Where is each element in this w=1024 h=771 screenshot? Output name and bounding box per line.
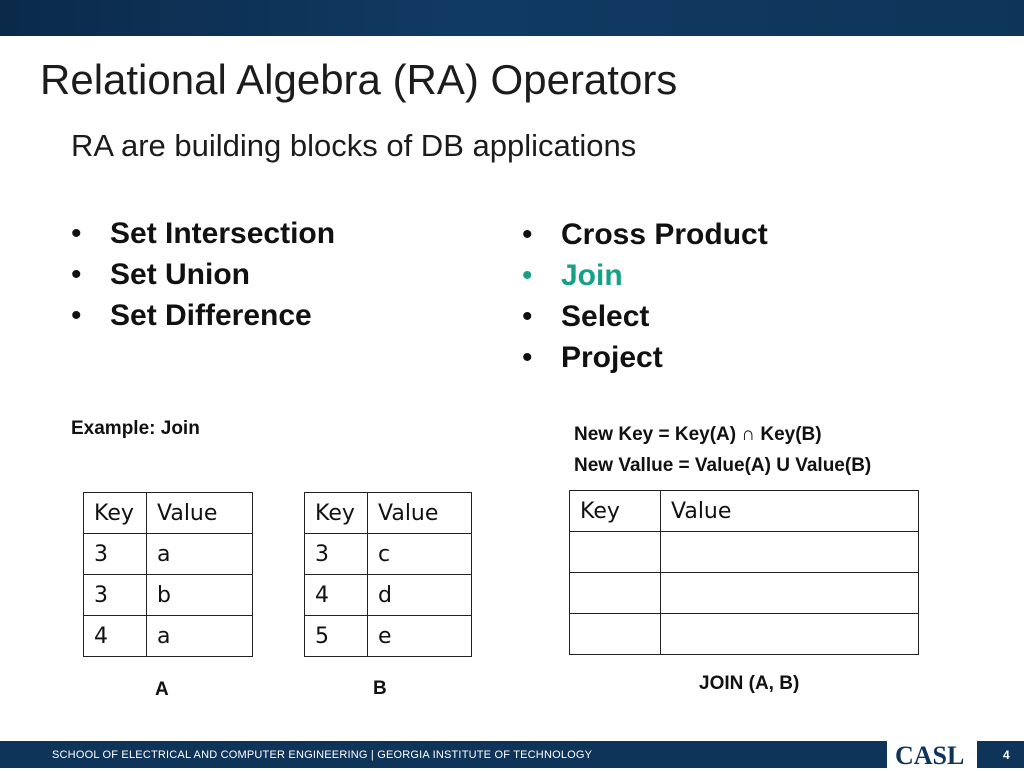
bullet-list-right: • Cross Product • Join • Select • Project — [521, 214, 768, 378]
table-row — [569, 531, 919, 573]
footer-text: SCHOOL OF ELECTRICAL AND COMPUTER ENGINE… — [52, 749, 593, 761]
cell-key — [569, 531, 661, 573]
cell-value: a — [146, 615, 253, 657]
header-cell-value: Value — [660, 490, 919, 532]
header-cell-key: Key — [304, 492, 368, 534]
slide-title: Relational Algebra (RA) Operators — [40, 56, 678, 103]
table-row: 5 e — [304, 615, 472, 657]
cell-key: 4 — [304, 574, 368, 616]
bullet-item: • Cross Product — [521, 214, 768, 255]
cell-key: 3 — [304, 533, 368, 575]
cell-value — [660, 613, 919, 655]
table-row: 3 c — [304, 533, 472, 575]
bullet-dot: • — [522, 341, 533, 374]
table-a: Key Value 3 a 3 b 4 a — [83, 492, 253, 657]
bullet-text: Set Union — [110, 258, 250, 291]
bullet-dot: • — [71, 217, 82, 250]
slide-subtitle: RA are building blocks of DB application… — [71, 128, 637, 163]
cell-key — [569, 572, 661, 614]
bullet-dot: • — [522, 300, 533, 333]
table-b-caption: B — [373, 678, 387, 699]
header-cell-value: Value — [146, 492, 253, 534]
footer-bar — [0, 741, 1024, 768]
bullet-text: Set Difference — [110, 299, 312, 332]
cell-value: e — [367, 615, 472, 657]
cell-key: 5 — [304, 615, 368, 657]
bullet-item: • Set Union — [70, 254, 335, 295]
new-value-formula: New Vallue = Value(A) U Value(B) — [574, 455, 872, 476]
cell-key — [569, 613, 661, 655]
casl-logo: CASL — [895, 741, 965, 770]
cell-key: 3 — [83, 574, 147, 616]
cell-key: 3 — [83, 533, 147, 575]
cell-value: c — [367, 533, 472, 575]
table-row: 3 a — [83, 533, 253, 575]
cell-value: b — [146, 574, 253, 616]
table-row — [569, 613, 919, 655]
table-row — [569, 572, 919, 614]
header-cell-value: Value — [367, 492, 472, 534]
bullet-item-join: • Join — [521, 255, 768, 296]
table-row: 4 d — [304, 574, 472, 616]
table-join-result: Key Value — [569, 490, 919, 655]
bullet-text: Join — [561, 259, 623, 292]
cell-value: a — [146, 533, 253, 575]
table-join-caption: JOIN (A, B) — [699, 673, 800, 694]
header-cell-key: Key — [569, 490, 661, 532]
table-row: 3 b — [83, 574, 253, 616]
bullet-item: • Set Intersection — [70, 213, 335, 254]
header-cell-key: Key — [83, 492, 147, 534]
logo-background — [887, 741, 977, 768]
bullet-dot: • — [522, 259, 533, 292]
bullet-dot: • — [71, 258, 82, 291]
bullet-item: • Select — [521, 296, 768, 337]
table-header-row: Key Value — [83, 492, 253, 534]
table-row: 4 a — [83, 615, 253, 657]
table-header-row: Key Value — [569, 490, 919, 532]
bullet-dot: • — [71, 299, 82, 332]
bullet-text: Select — [561, 300, 650, 333]
bullet-text: Cross Product — [561, 218, 768, 251]
cell-value — [660, 572, 919, 614]
cell-value — [660, 531, 919, 573]
table-a-caption: A — [155, 679, 169, 700]
page-number: 4 — [1003, 748, 1010, 762]
bullet-text: Set Intersection — [110, 217, 336, 250]
bullet-text: Project — [561, 341, 663, 374]
bullet-item: • Project — [521, 337, 768, 378]
bullet-item: • Set Difference — [70, 295, 335, 336]
bullet-list-left: • Set Intersection • Set Union • Set Differ… — [70, 213, 335, 336]
bullet-dot: • — [522, 218, 533, 251]
cell-value: d — [367, 574, 472, 616]
table-header-row: Key Value — [304, 492, 472, 534]
table-b: Key Value 3 c 4 d 5 e — [304, 492, 472, 657]
example-label: Example: Join — [71, 418, 200, 439]
new-key-formula: New Key = Key(A) ∩ Key(B) — [574, 424, 822, 445]
top-banner — [0, 0, 1024, 36]
cell-key: 4 — [83, 615, 147, 657]
